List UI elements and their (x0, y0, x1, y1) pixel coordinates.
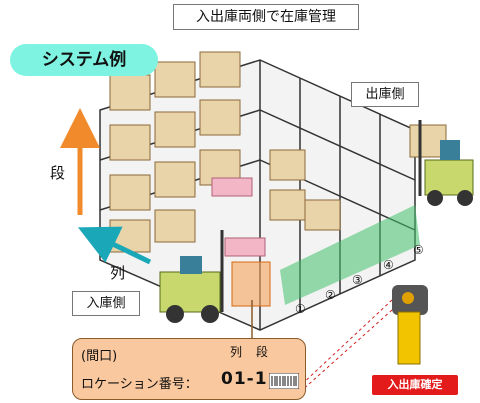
location-number-label: ロケーション番号： (81, 377, 198, 392)
opening-label: (間口) (81, 349, 118, 364)
inbound-bay-highlight (231, 261, 271, 307)
scan-line (299, 309, 393, 393)
inbound-highlight (211, 177, 266, 257)
location-tier-label: 段 (256, 345, 269, 359)
location-code: 01-1 (221, 369, 268, 389)
bay-number: ② (325, 288, 336, 302)
location-column-label: 列 (230, 345, 243, 359)
system-example-badge: システム例 (10, 44, 158, 76)
bay-number: ④ (383, 258, 394, 272)
stacked-cases (109, 51, 447, 253)
location-callout: (間口) 列 段 ロケーション番号： 01-1 (72, 338, 306, 400)
column-arrow (77, 226, 152, 265)
bay-number: ① (295, 302, 306, 316)
confirm-badge: 入出庫確定 (372, 375, 458, 395)
barcode-icon (269, 373, 299, 389)
outbound-forklift (418, 120, 474, 206)
inbound-forklift (159, 230, 224, 323)
outbound-side-label: 出庫側 (351, 82, 419, 107)
barcode-scanner-icon (392, 285, 428, 365)
inbound-side-label: 入庫側 (72, 291, 140, 316)
tier-label: 段 (50, 164, 66, 182)
outbound-lane-highlight (280, 205, 420, 305)
bay-number: ⑤ (413, 243, 424, 257)
column-label: 列 (110, 264, 126, 282)
scan-line (299, 299, 393, 387)
bay-number: ③ (352, 273, 363, 287)
diagram-title: 入出庫両側で在庫管理 (173, 4, 359, 30)
